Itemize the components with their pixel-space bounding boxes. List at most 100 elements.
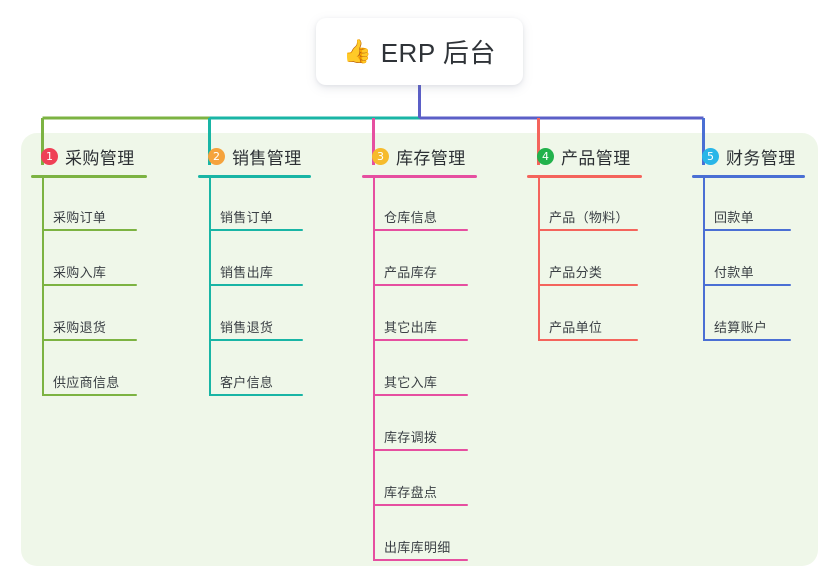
branch-leaf-label: 客户信息 — [220, 375, 274, 390]
branch-header-underline — [527, 175, 642, 178]
branch-leaf-label: 产品单位 — [549, 320, 603, 335]
branch-title: 销售管理 — [232, 148, 302, 168]
branch-trunk-line — [42, 178, 44, 396]
branch-leaf[interactable]: 采购退货 — [31, 311, 145, 341]
branch-leaf-underline — [373, 339, 468, 341]
root-title: ERP 后台 — [380, 38, 496, 68]
branch-leaf-label: 采购退货 — [53, 320, 107, 335]
branch-leaf-underline — [703, 339, 791, 341]
branch-leaf[interactable]: 结算账户 — [692, 311, 799, 341]
branch-leaf[interactable]: 客户信息 — [198, 366, 311, 396]
branch-header-underline — [692, 175, 805, 178]
branch-header-2[interactable]: 2 销售管理 — [198, 143, 311, 178]
branch-leaf-label: 采购入库 — [53, 265, 107, 280]
branch-column-2: 2 销售管理销售订单销售出库销售退货客户信息 — [198, 143, 311, 396]
branch-leaf-label: 仓库信息 — [384, 210, 438, 225]
branch-header-row: 5 财务管理 — [692, 143, 805, 169]
branch-number-badge: 5 — [702, 147, 719, 165]
branch-leaf-underline — [703, 284, 791, 286]
branch-leaf-underline — [538, 284, 638, 286]
branch-leaf-label: 其它出库 — [384, 320, 438, 335]
branch-header-row: 1 采购管理 — [31, 143, 147, 169]
branch-leaf-label: 结算账户 — [714, 320, 768, 335]
branch-number-badge: 1 — [41, 147, 58, 165]
branch-leaf-underline — [703, 229, 791, 231]
branch-leaf-underline — [373, 559, 468, 561]
branch-leaf-underline — [373, 284, 468, 286]
branch-leaf[interactable]: 采购入库 — [31, 256, 145, 286]
branch-header-3[interactable]: 3 库存管理 — [362, 143, 477, 178]
branch-leaf[interactable]: 回款单 — [692, 201, 799, 231]
branch-leaf-underline — [538, 229, 638, 231]
branch-leaf-label: 销售订单 — [220, 210, 274, 225]
branch-leaf[interactable]: 产品分类 — [527, 256, 646, 286]
branch-leaf[interactable]: 库存盘点 — [362, 476, 476, 506]
branch-header-underline — [198, 175, 311, 178]
branch-leaf-label: 采购订单 — [53, 210, 107, 225]
branch-leaf-underline — [42, 229, 137, 231]
branch-leaf-label: 产品库存 — [384, 265, 438, 280]
thumbs-up-icon: 👍 — [343, 38, 372, 64]
branch-leaf-label: 其它入库 — [384, 375, 438, 390]
branch-leaf[interactable]: 供应商信息 — [31, 366, 145, 396]
branch-leaf-underline — [42, 284, 137, 286]
branch-leaf[interactable]: 销售退货 — [198, 311, 311, 341]
branch-leaf[interactable]: 其它出库 — [362, 311, 476, 341]
branch-leaf-label: 供应商信息 — [53, 375, 120, 390]
branch-leaf[interactable]: 库存调拨 — [362, 421, 476, 451]
branch-leaf[interactable]: 产品库存 — [362, 256, 476, 286]
branch-trunk-line — [373, 178, 375, 561]
branch-leaf-underline — [373, 394, 468, 396]
branch-leaf-label: 产品（物料） — [549, 210, 629, 225]
branch-leaf[interactable]: 销售订单 — [198, 201, 311, 231]
branch-number-badge: 3 — [372, 147, 389, 165]
branch-number-badge: 2 — [208, 147, 225, 165]
branch-column-1: 1 采购管理采购订单采购入库采购退货供应商信息 — [31, 143, 147, 396]
branch-header-1[interactable]: 1 采购管理 — [31, 143, 147, 178]
branch-leaf-underline — [373, 449, 468, 451]
branch-leaf[interactable]: 产品单位 — [527, 311, 646, 341]
branch-trunk-line — [538, 178, 540, 341]
branch-column-5: 5 财务管理回款单付款单结算账户 — [692, 143, 805, 341]
branch-leaf-label: 销售退货 — [220, 320, 274, 335]
branch-header-underline — [31, 175, 147, 178]
root-node-content: 👍 ERP 后台 — [343, 33, 496, 70]
branch-leaf[interactable]: 销售出库 — [198, 256, 311, 286]
branch-leaf[interactable]: 仓库信息 — [362, 201, 476, 231]
branch-leaf-label: 产品分类 — [549, 265, 603, 280]
branch-leaf-underline — [209, 229, 303, 231]
branch-leaf-underline — [538, 339, 638, 341]
branch-leaf-underline — [209, 284, 303, 286]
branch-leaf[interactable]: 出库库明细 — [362, 531, 476, 561]
branch-trunk-line — [703, 178, 705, 341]
branch-leaf-underline — [209, 394, 303, 396]
root-node[interactable]: 👍 ERP 后台 — [316, 18, 523, 85]
branch-leaf[interactable]: 其它入库 — [362, 366, 476, 396]
branch-leaf-underline — [373, 504, 468, 506]
branch-header-underline — [362, 175, 477, 178]
branch-leaf-label: 库存调拨 — [384, 430, 438, 445]
branch-trunk-line — [209, 178, 211, 396]
branch-leaf-underline — [42, 394, 137, 396]
branch-title: 库存管理 — [396, 148, 466, 168]
branch-title: 财务管理 — [726, 148, 796, 168]
branch-header-5[interactable]: 5 财务管理 — [692, 143, 805, 178]
branch-leaf[interactable]: 采购订单 — [31, 201, 145, 231]
branch-leaf-label: 出库库明细 — [384, 540, 451, 555]
branch-leaf-underline — [373, 229, 468, 231]
branch-leaf-underline — [42, 339, 137, 341]
branches-panel — [21, 133, 818, 566]
branch-leaf[interactable]: 付款单 — [692, 256, 799, 286]
branch-title: 采购管理 — [65, 148, 135, 168]
branch-header-row: 3 库存管理 — [362, 143, 477, 169]
branch-title: 产品管理 — [561, 148, 631, 168]
branch-leaf-label: 付款单 — [714, 265, 754, 280]
branch-leaf[interactable]: 产品（物料） — [527, 201, 646, 231]
branch-leaf-label: 库存盘点 — [384, 485, 438, 500]
branch-leaf-label: 销售出库 — [220, 265, 274, 280]
branch-column-3: 3 库存管理仓库信息产品库存其它出库其它入库库存调拨库存盘点出库库明细 — [362, 143, 477, 561]
